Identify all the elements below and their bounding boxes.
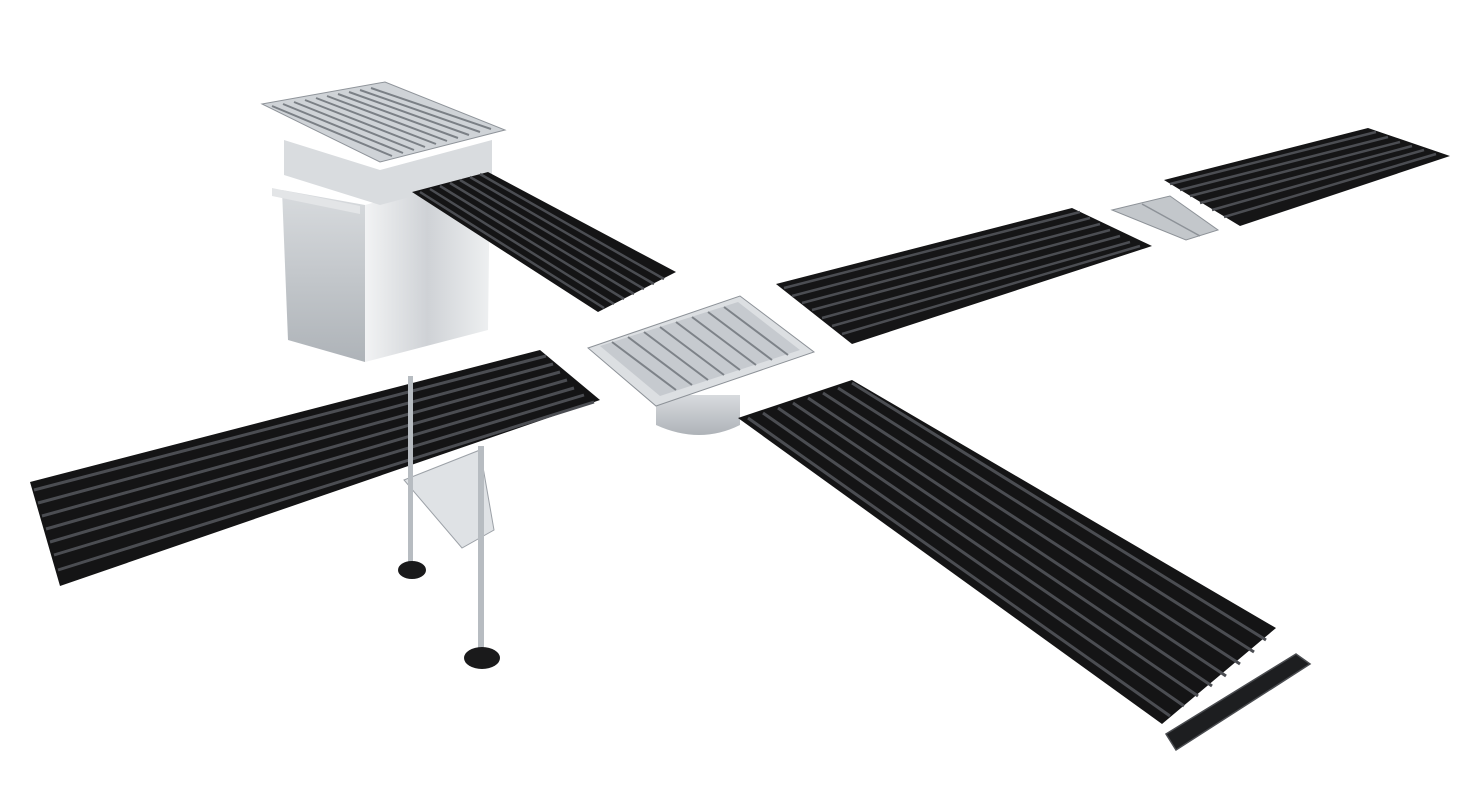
grate-top-right-long [776, 208, 1152, 344]
support-legs [398, 376, 500, 669]
grate-bottom-right [738, 380, 1276, 724]
grate-bottom-left [30, 350, 600, 586]
grate-top-left [412, 172, 676, 312]
coupling-plate [1110, 195, 1220, 241]
drain-gully [587, 295, 816, 435]
knob-right [464, 647, 500, 669]
knob-left [398, 561, 426, 579]
end-cap [1164, 653, 1312, 752]
sump-box-grate [271, 87, 492, 157]
grate-top-right-short [1164, 128, 1450, 226]
